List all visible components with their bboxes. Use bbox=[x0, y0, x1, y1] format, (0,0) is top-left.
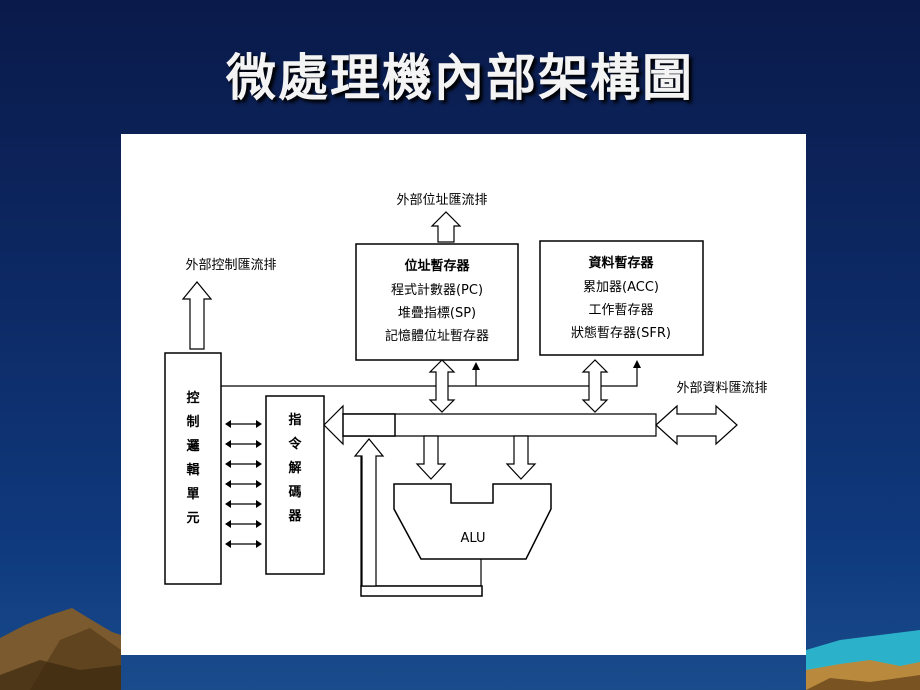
external-address-bus-label: 外部位址匯流排 bbox=[396, 193, 487, 208]
external-data-bus-label: 外部資料匯流排 bbox=[676, 381, 767, 396]
control-decoder-link-arrowhead bbox=[225, 440, 231, 448]
control-unit-char: 控 bbox=[186, 390, 199, 406]
control-unit-char: 單 bbox=[186, 487, 199, 502]
external-control-bus-label: 外部控制匯流排 bbox=[185, 258, 276, 273]
control-decoder-link-arrowhead bbox=[225, 460, 231, 468]
diagram-panel: 外部位址匯流排 外部控制匯流排 位址暫存器 程式計數器(PC) 堆疊指標(SP)… bbox=[121, 134, 806, 655]
control-decoder-link-arrowhead bbox=[256, 520, 262, 528]
internal-bus-segment bbox=[342, 413, 396, 437]
mountain-landscape bbox=[0, 608, 920, 690]
data-bus-double-arrow bbox=[581, 359, 609, 413]
control-bus-up-arrow bbox=[181, 281, 213, 350]
address-bus-double-arrow bbox=[428, 359, 456, 413]
control-decoder-link-arrowhead bbox=[225, 500, 231, 508]
data-register-item: 累加器(ACC) bbox=[583, 280, 659, 295]
control-decoder-link-arrowhead bbox=[256, 480, 262, 488]
control-line-arrowhead bbox=[633, 360, 641, 368]
control-line-arrowhead bbox=[472, 362, 480, 370]
address-register-item: 堆疊指標(SP) bbox=[398, 306, 476, 321]
alu-label: ALU bbox=[460, 531, 485, 546]
control-unit-char: 輯 bbox=[186, 462, 199, 478]
control-decoder-link-arrowhead bbox=[256, 460, 262, 468]
address-register-title: 位址暫存器 bbox=[404, 258, 470, 274]
address-register-box bbox=[355, 243, 519, 361]
control-unit-char: 制 bbox=[186, 414, 199, 430]
address-bus-up-arrow bbox=[430, 211, 462, 243]
architecture-diagram: 外部位址匯流排 外部控制匯流排 位址暫存器 程式計數器(PC) 堆疊指標(SP)… bbox=[164, 193, 768, 597]
alu-input-arrow-left bbox=[415, 435, 447, 480]
control-logic-unit bbox=[164, 352, 222, 585]
decoder-char: 解 bbox=[287, 460, 301, 476]
control-decoder-link-arrowhead bbox=[225, 480, 231, 488]
alu-output-register bbox=[360, 585, 483, 597]
control-decoder-link-arrowhead bbox=[225, 520, 231, 528]
control-decoder-links bbox=[225, 420, 262, 548]
alu-shape bbox=[393, 483, 552, 560]
control-decoder-link-arrowhead bbox=[225, 420, 231, 428]
alu-feedback-arrow bbox=[353, 438, 385, 587]
decoder-char: 碼 bbox=[287, 485, 301, 500]
data-register-title: 資料暫存器 bbox=[588, 255, 654, 271]
control-decoder-link-arrowhead bbox=[256, 440, 262, 448]
alu-input-arrow-right bbox=[505, 435, 537, 480]
decoder-char: 器 bbox=[287, 509, 302, 524]
slide-title: 微處理機內部架構圖 bbox=[226, 48, 694, 107]
control-line bbox=[221, 366, 638, 387]
data-register-box bbox=[539, 240, 704, 356]
decoder-char: 令 bbox=[288, 436, 302, 452]
data-register-item: 狀態暫存器(SFR) bbox=[571, 325, 671, 341]
control-decoder-link-arrowhead bbox=[256, 540, 262, 548]
decoder-char: 指 bbox=[288, 412, 301, 428]
control-unit-char: 邏 bbox=[186, 438, 200, 454]
data-register-item: 工作暫存器 bbox=[588, 303, 653, 318]
control-decoder-link-arrowhead bbox=[256, 420, 262, 428]
instruction-decoder bbox=[265, 395, 325, 575]
control-decoder-link-arrowhead bbox=[256, 500, 262, 508]
address-register-item: 程式計數器(PC) bbox=[391, 282, 483, 298]
external-data-bus-double-arrow bbox=[655, 404, 738, 446]
control-decoder-link-arrowhead bbox=[225, 540, 231, 548]
address-register-item: 記憶體位址暫存器 bbox=[385, 328, 489, 344]
control-unit-char: 元 bbox=[186, 511, 199, 526]
